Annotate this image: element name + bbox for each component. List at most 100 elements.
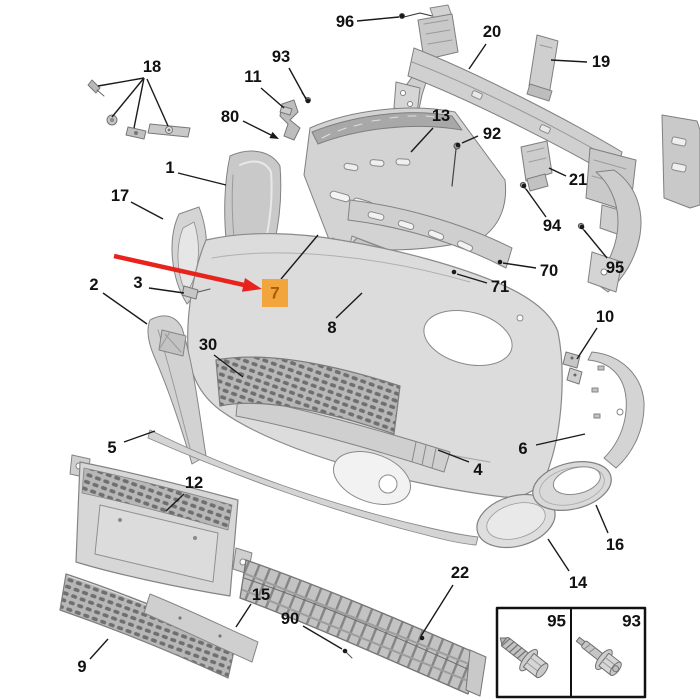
leader-line: [235, 603, 252, 628]
part-label-30: 30: [199, 336, 217, 354]
leader-dot: [451, 269, 457, 275]
part-label-16: 16: [606, 536, 624, 554]
part-label-15: 15: [252, 586, 270, 604]
part-plate-grille-12: [69, 454, 253, 597]
highlight-arrow-shaft: [113, 253, 249, 289]
part-label-9: 9: [77, 658, 86, 676]
part-label-7: 7: [270, 284, 279, 303]
arrowhead: [241, 278, 262, 292]
leader-line: [102, 292, 148, 325]
screw-95-inset-icon: [499, 637, 549, 679]
leader-line: [177, 172, 227, 186]
part-arch-trim-6: [587, 351, 645, 469]
leader-line: [89, 638, 109, 660]
leader-line: [547, 538, 570, 572]
leader-line: [302, 625, 343, 650]
leader-line: [213, 354, 244, 378]
leader-dot: [342, 648, 348, 654]
part-bracket-19: [526, 34, 559, 102]
leader-line: [133, 77, 145, 129]
leader-line: [111, 77, 145, 118]
part-label-14: 14: [569, 574, 588, 592]
part-label-21: 21: [569, 171, 587, 189]
part-label-10: 10: [596, 308, 614, 326]
leader-dot: [419, 635, 425, 641]
leader-line: [420, 584, 454, 637]
leader-dot: [521, 183, 527, 189]
screw-93-inset-icon: [575, 636, 622, 676]
part-label-20: 20: [483, 23, 501, 41]
leader-line: [525, 188, 547, 218]
part-fog-cover-14: [476, 493, 556, 549]
highlighted-part-box: [262, 279, 288, 307]
leader-line: [502, 262, 537, 269]
part-absorber-4: [235, 395, 451, 473]
part-label-96: 96: [336, 13, 354, 31]
leader-line: [260, 87, 285, 109]
part-label-11: 11: [244, 68, 261, 86]
leader-line: [576, 327, 598, 360]
leader-line: [165, 493, 185, 512]
leader-line: [148, 287, 185, 294]
part-side-support-right: [587, 169, 642, 293]
part-clips-18: [87, 79, 191, 140]
part-label-2: 2: [89, 276, 98, 294]
leader-dot: [497, 259, 503, 265]
part-label-4: 4: [473, 461, 483, 479]
part-strip-15: [143, 593, 259, 663]
part-label-8: 8: [327, 319, 336, 337]
leader-line: [410, 127, 434, 153]
part-label-95: 95: [606, 259, 624, 277]
screw-90-icon: [345, 651, 353, 659]
part-label-1: 1: [165, 159, 174, 177]
part-fog-bezel-16: [532, 461, 612, 511]
leader-line: [550, 59, 588, 63]
leader-line: [123, 430, 156, 443]
leader-line: [280, 234, 319, 280]
part-label-22: 22: [451, 564, 469, 582]
leader-dot: [455, 142, 461, 148]
leader-line: [468, 43, 487, 70]
inset-part-number: 93: [622, 612, 641, 631]
arrowhead: [269, 131, 279, 139]
part-absorber-22: [239, 559, 487, 697]
part-label-90: 90: [281, 610, 299, 628]
part-label-70: 70: [540, 262, 558, 280]
inset-part-number: 95: [547, 612, 566, 631]
leader-line: [535, 433, 586, 446]
part-label-3: 3: [133, 274, 142, 292]
part-label-6: 6: [518, 440, 527, 458]
part-label-12: 12: [185, 474, 203, 492]
part-grille-bar: [347, 199, 513, 269]
leader-line: [242, 120, 272, 136]
part-bracket-21: [520, 140, 553, 192]
part-right-rail: [661, 114, 700, 209]
part-lip-5: [147, 429, 479, 546]
part-clip-3: [181, 285, 211, 300]
leader-dot: [399, 13, 405, 19]
leader-line: [583, 229, 608, 259]
leader-dot: [579, 224, 585, 230]
part-label-5: 5: [107, 439, 116, 457]
part-label-18: 18: [143, 58, 161, 76]
leader-line: [146, 78, 169, 127]
leader-line: [130, 201, 164, 220]
leader-line: [97, 77, 145, 87]
leader-dot: [305, 98, 311, 104]
part-label-92: 92: [483, 125, 501, 143]
screw-96-icon: [399, 12, 433, 19]
leader-line: [456, 273, 488, 284]
leader-line: [595, 504, 609, 534]
part-label-93: 93: [272, 48, 290, 66]
part-label-17: 17: [111, 187, 129, 205]
part-label-19: 19: [592, 53, 610, 71]
leader-line: [461, 135, 479, 144]
part-grille-30: [215, 356, 401, 435]
leader-line: [356, 16, 400, 22]
leader-line: [288, 67, 307, 100]
leader-line: [335, 292, 363, 319]
leader-line: [548, 167, 567, 177]
